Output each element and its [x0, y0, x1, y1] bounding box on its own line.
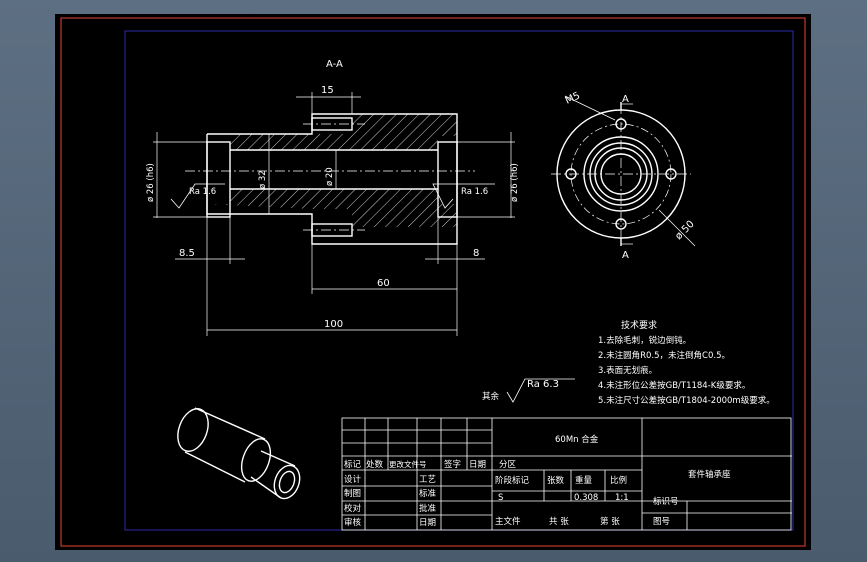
tb-sheet: 图号	[653, 517, 670, 527]
tb-s-mark: S	[498, 493, 503, 503]
tech-item-3: 3.表面无划痕。	[598, 365, 657, 376]
iso-step-face	[240, 438, 272, 482]
tech-item-4: 4.未注形位公差按GB/T1184-K级要求。	[598, 380, 750, 391]
dim-dia20: ø 20	[325, 167, 335, 186]
tb-scale-value: 1:1	[615, 493, 629, 503]
section-mark-bottom: A	[622, 250, 629, 261]
hatch-upper	[207, 114, 457, 150]
tb-row-date: 日期	[419, 518, 436, 528]
tb-part-name: 套件轴承座	[688, 469, 731, 480]
tb-page: 第 张	[600, 516, 620, 527]
iso-boss-top-edge	[260, 450, 296, 467]
tb-head-sign: 签字	[444, 459, 461, 470]
title-block: 60Mn 合金 套件轴承座 标记 处数 更改文件号 签字 日期 分区 设计 制图…	[341, 417, 792, 531]
section-mark-top: A	[622, 94, 629, 105]
rest-roughness-value: Ra 6.3	[527, 379, 559, 390]
tech-item-5: 5.未注尺寸公差按GB/T1804-2000m级要求。	[598, 395, 775, 406]
dim-dia32: ø 32	[258, 170, 268, 189]
rest-roughness: 其余 Ra 6.3	[482, 378, 575, 403]
tb-ratio: 张数	[547, 475, 565, 486]
tb-row-design: 设计	[344, 474, 362, 485]
tb-partition: 分区	[499, 460, 517, 470]
roughness-symbol-left	[170, 183, 225, 209]
tb-count: 共 张	[549, 517, 569, 527]
iso-flange-bottom-edge	[184, 451, 246, 483]
bore-outer	[594, 147, 648, 201]
tech-item-1: 1.去除毛刺，锐边倒钝。	[598, 335, 691, 346]
rest-label: 其余	[482, 391, 500, 402]
tech-requirements: 技术要求 1.去除毛刺，锐边倒钝。 2.未注圆角R0.5，未注倒角C0.5。 3…	[598, 319, 775, 406]
tb-head-mark: 标记	[344, 459, 362, 470]
iso-boss-end	[273, 464, 301, 500]
tb-row-standard: 标准	[419, 488, 437, 499]
dim-dia50: ø 50	[673, 219, 696, 242]
tb-scale: 比例	[610, 475, 627, 486]
tb-row-approve: 批准	[419, 503, 437, 514]
rest-roughness-symbol	[506, 378, 575, 403]
border-frame	[124, 30, 794, 531]
roughness-symbol-right	[432, 183, 495, 209]
tb-material: 60Mn 合金	[555, 434, 599, 445]
tb-mainfile: 主文件	[495, 516, 521, 527]
tb-stage: 阶段标记	[495, 475, 530, 486]
dim-8-5: 8.5	[179, 248, 195, 259]
tb-row-check: 校对	[344, 503, 362, 514]
dia50-leader	[658, 209, 696, 247]
iso-flange-face	[177, 408, 209, 452]
dim-100: 100	[324, 319, 343, 330]
tb-weight: 重量	[575, 475, 593, 486]
tb-head-count: 处数	[366, 459, 384, 470]
outer-frame	[60, 17, 806, 547]
counterbore-right	[437, 141, 458, 218]
drawing-viewport[interactable]: A-A 15 ø 26 (h6)	[55, 14, 811, 550]
title-block-frame	[341, 417, 792, 531]
cad-drawing: A-A 15 ø 26 (h6)	[60, 17, 806, 547]
tb-weight-value: 0.308	[574, 493, 598, 503]
roughness-left: Ra 1.6	[189, 187, 216, 197]
tech-item-2: 2.未注圆角R0.5，未注倒角C0.5。	[598, 350, 730, 361]
dim-dia26-right: ø 26 (h6)	[510, 163, 520, 202]
tb-row-draw: 制图	[344, 488, 361, 499]
iso-bore	[278, 470, 296, 494]
iso-flange-top-edge	[194, 407, 266, 440]
tech-heading: 技术要求	[621, 319, 657, 331]
m5-leader	[564, 95, 616, 121]
counterbore-left	[206, 141, 231, 218]
end-view: A A M5 ø 50	[551, 90, 697, 261]
dim-m5: M5	[564, 90, 582, 106]
tb-row-process: 工艺	[419, 475, 436, 485]
isometric-view	[177, 407, 301, 500]
section-title: A-A	[326, 59, 343, 70]
dim-8: 8	[473, 248, 479, 259]
dim-dia26-left: ø 26 (h6)	[146, 163, 156, 202]
tb-code: 标识号	[653, 496, 679, 507]
section-view: A-A 15 ø 26 (h6)	[146, 59, 520, 336]
roughness-right: Ra 1.6	[461, 187, 488, 197]
tb-row-review: 审核	[344, 517, 362, 528]
dim-15: 15	[321, 85, 334, 96]
dim-60: 60	[377, 278, 390, 289]
hatch-lower	[207, 189, 457, 227]
tb-head-date: 日期	[469, 460, 486, 470]
tb-head-changefile: 更改文件号	[389, 459, 427, 469]
